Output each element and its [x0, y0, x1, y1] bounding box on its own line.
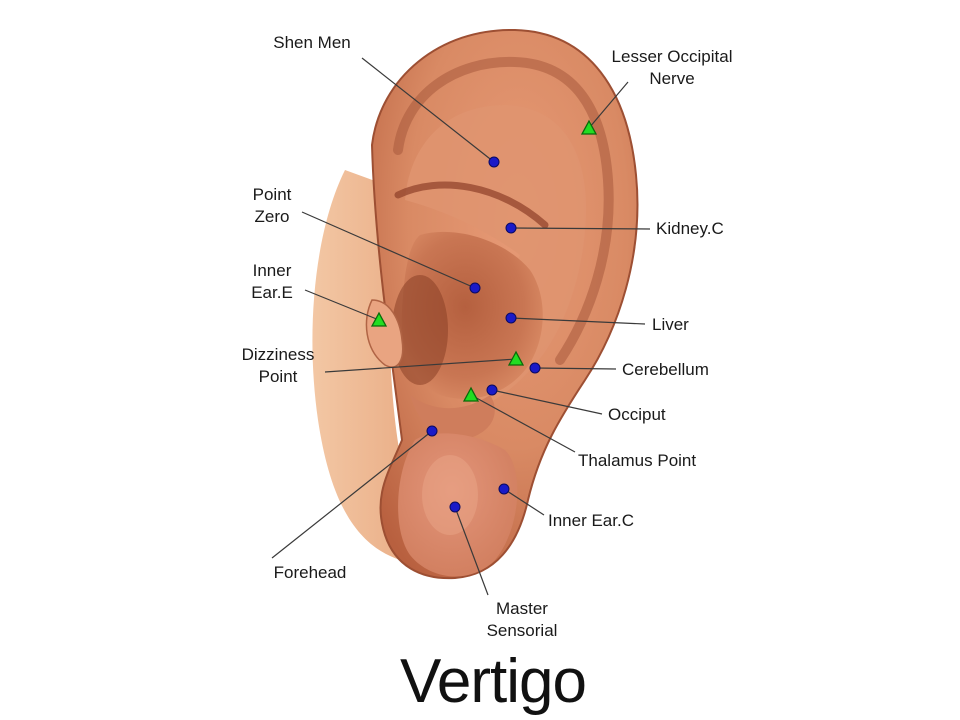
kidney-c-leader-line [510, 227, 651, 230]
cerebellum-label: Cerebellum [622, 360, 709, 379]
occiput-label-line: Occiput [608, 405, 666, 424]
lesser-occipital-nerve-label-line: Lesser Occipital [612, 47, 733, 66]
kidney-c-label-line: Kidney.C [656, 219, 724, 238]
occiput-label: Occiput [608, 405, 666, 424]
master-sensorial-blue-dot-icon[interactable] [449, 501, 461, 513]
thalamus-point-label-line: Thalamus Point [578, 451, 696, 470]
dizziness-point-label-line: Point [259, 367, 298, 386]
lobe-highlight [422, 455, 478, 535]
liver-label: Liver [652, 315, 689, 334]
point-zero-label-line: Zero [255, 207, 290, 226]
shen-men-label: Shen Men [273, 33, 351, 52]
inner-ear-c-label: Inner Ear.C [548, 511, 634, 530]
forehead-leader-line [271, 430, 433, 559]
occiput-leader-line [491, 389, 603, 415]
master-sensorial-leader-line [454, 506, 489, 596]
shen-men-blue-dot-icon[interactable] [488, 156, 500, 168]
inner-ear-c-leader-line [503, 488, 545, 516]
inner-ear-e-label-line: Inner [253, 261, 292, 280]
ear-canal-shadow [392, 275, 448, 385]
dizziness-point-leader-line [324, 358, 517, 373]
tragus [365, 299, 404, 368]
occiput-blue-dot-icon[interactable] [486, 384, 498, 396]
cerebellum-leader-line [534, 367, 617, 370]
inner-ear-c-label-line: Inner Ear.C [548, 511, 634, 530]
shen-men-label-line: Shen Men [273, 33, 351, 52]
dizziness-point-label-line: Dizziness [242, 345, 315, 364]
point-zero-label-line: Point [253, 185, 292, 204]
forehead-blue-dot-icon[interactable] [426, 425, 438, 437]
lesser-occipital-nerve-green-triangle-icon[interactable] [580, 119, 598, 135]
inner-ear-e-green-triangle-icon[interactable] [370, 311, 388, 327]
liver-leader-line [510, 317, 646, 325]
shen-men-leader-line [361, 57, 495, 163]
inner-ear-e-label-line: Ear.E [251, 283, 293, 302]
lesser-occipital-nerve-leader-line [588, 81, 629, 129]
liver-label-line: Liver [652, 315, 689, 334]
point-zero-leader-line [301, 211, 476, 289]
inner-ear-c-blue-dot-icon[interactable] [498, 483, 510, 495]
thalamus-point-green-triangle-icon[interactable] [462, 386, 480, 402]
master-sensorial-label-line: Master [496, 599, 548, 618]
lesser-occipital-nerve-label-line: Nerve [649, 69, 694, 88]
forehead-label-line: Forehead [274, 563, 347, 582]
thalamus-point-leader-line [470, 394, 576, 453]
inner-ear-e-leader-line [304, 289, 380, 321]
thalamus-point-label: Thalamus Point [578, 451, 696, 470]
kidney-c-blue-dot-icon[interactable] [505, 222, 517, 234]
master-sensorial-label-line: Sensorial [487, 621, 558, 640]
cerebellum-label-line: Cerebellum [622, 360, 709, 379]
forehead-label: Forehead [274, 563, 347, 582]
dizziness-point-green-triangle-icon[interactable] [507, 350, 525, 366]
kidney-c-label: Kidney.C [656, 219, 724, 238]
point-markers [370, 119, 598, 513]
diagram-title: Vertigo [400, 647, 586, 716]
crus-crease [394, 181, 549, 229]
point-zero-blue-dot-icon[interactable] [469, 282, 481, 294]
liver-blue-dot-icon[interactable] [505, 312, 517, 324]
cerebellum-blue-dot-icon[interactable] [529, 362, 541, 374]
leader-lines [271, 57, 651, 596]
helix-rim-shadow [393, 56, 614, 365]
